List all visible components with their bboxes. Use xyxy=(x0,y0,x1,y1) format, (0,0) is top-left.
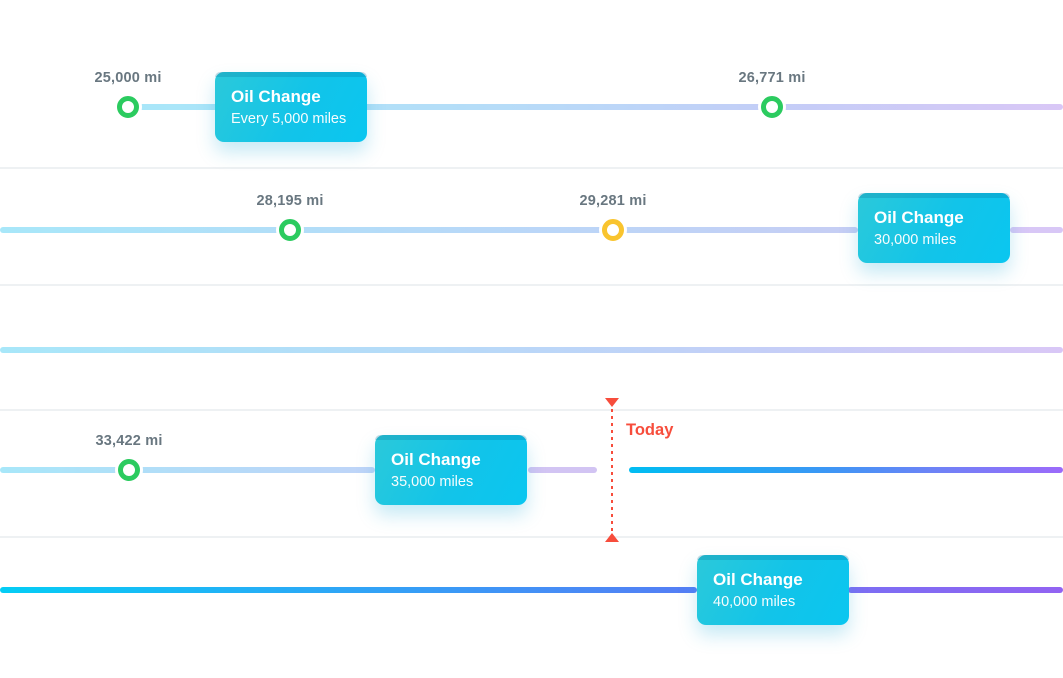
timeline-line-segment-future xyxy=(629,467,1063,473)
card-subtitle: 40,000 miles xyxy=(713,594,796,610)
card-title: Oil Change xyxy=(713,570,803,589)
mileage-label: 25,000 mi xyxy=(94,70,162,86)
today-label: Today xyxy=(626,421,674,439)
card-title: Oil Change xyxy=(231,87,321,106)
oil-change-card[interactable]: Oil Change 30,000 miles xyxy=(858,193,1010,263)
milestone-marker-completed[interactable] xyxy=(761,96,783,118)
timeline-line-segment xyxy=(0,347,1063,353)
timeline-line-segment xyxy=(1010,227,1063,233)
card-subtitle: 35,000 miles xyxy=(391,474,474,490)
milestone-marker-completed[interactable] xyxy=(118,459,140,481)
oil-change-card[interactable]: Oil Change Every 5,000 miles xyxy=(215,72,367,142)
timeline-line-segment xyxy=(0,227,858,233)
row-divider xyxy=(0,536,1063,538)
timeline-line-segment xyxy=(128,104,1063,110)
card-subtitle: 30,000 miles xyxy=(874,232,957,248)
milestone-marker-completed[interactable] xyxy=(279,219,301,241)
oil-change-card[interactable]: Oil Change 40,000 miles xyxy=(697,555,849,625)
timeline-line-segment xyxy=(0,467,375,473)
timeline-line-segment-future xyxy=(848,587,1063,593)
today-triangle-top-icon xyxy=(605,398,619,407)
mileage-label: 26,771 mi xyxy=(738,70,806,86)
mileage-label: 28,195 mi xyxy=(256,193,324,209)
today-dotted-line xyxy=(611,409,613,533)
timeline-line-segment xyxy=(528,467,597,473)
row-divider xyxy=(0,409,1063,411)
card-title: Oil Change xyxy=(391,450,481,469)
row-divider xyxy=(0,284,1063,286)
mileage-label: 33,422 mi xyxy=(95,433,163,449)
oil-change-card[interactable]: Oil Change 35,000 miles xyxy=(375,435,527,505)
row-divider xyxy=(0,167,1063,169)
milestone-marker-warning[interactable] xyxy=(602,219,624,241)
card-subtitle: Every 5,000 miles xyxy=(231,111,347,127)
milestone-marker-completed[interactable] xyxy=(117,96,139,118)
timeline-line-segment-future xyxy=(0,587,697,593)
mileage-label: 29,281 mi xyxy=(579,193,647,209)
card-title: Oil Change xyxy=(874,208,964,227)
today-triangle-bottom-icon xyxy=(605,533,619,542)
